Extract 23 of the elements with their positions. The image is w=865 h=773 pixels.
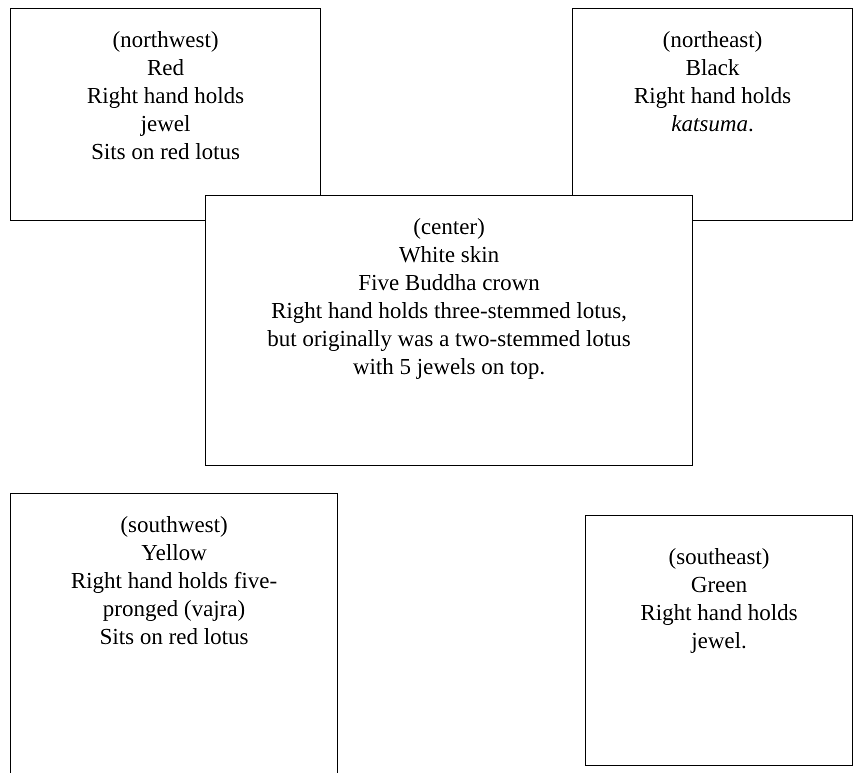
direction-heading: (center) — [412, 213, 486, 241]
description-text: Right hand holds three-stemmed lotus, but originally was a two-stemmed lotus with 5 jewels on top. — [266, 297, 632, 381]
description-text: Five Buddha crown — [357, 269, 541, 297]
description-text: White skin — [398, 241, 500, 269]
description-text: Red — [146, 54, 186, 82]
description-box — [585, 515, 853, 766]
description-box — [10, 493, 338, 773]
description-text: Right hand holds katsuma. — [632, 82, 792, 138]
description-box — [205, 195, 693, 466]
description-text: Sits on red lotus — [90, 138, 241, 166]
description-box — [10, 8, 321, 221]
description-text: Sits on red lotus — [98, 623, 250, 651]
description-text: Black — [684, 54, 740, 82]
description-text: Yellow — [140, 539, 208, 567]
description-text: Right hand holds five-pronged (vajra) — [70, 567, 278, 623]
direction-heading: (southeast) — [668, 543, 770, 571]
direction-heading: (southwest) — [119, 511, 229, 539]
description-text: Right hand holds jewel. — [639, 599, 799, 655]
direction-heading: (northwest) — [111, 26, 220, 54]
description-text: Right hand holds jewel — [86, 82, 246, 138]
description-text: Green — [690, 571, 748, 599]
direction-heading: (northeast) — [662, 26, 764, 54]
description-box — [572, 8, 853, 221]
